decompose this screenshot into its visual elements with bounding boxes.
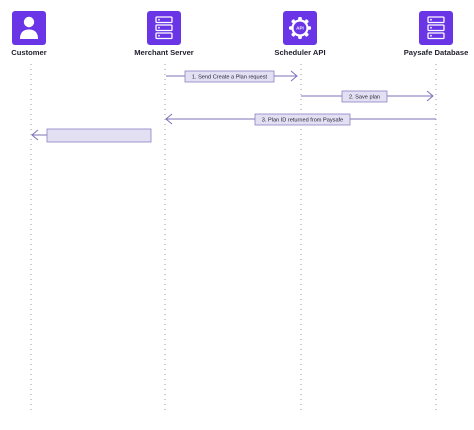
message-2-label-box [341,90,388,103]
actor-label-scheduler-api: Scheduler API [274,48,325,57]
actor-label-customer: Customer [11,48,46,57]
message-3: 3. Plan ID returned from Paysafe [165,113,436,126]
actor-paysafe-database: Paysafe Database [404,11,469,57]
message-1-arrowhead [290,70,298,82]
message-2: 2. Save plan [301,90,434,103]
message-3-arrowhead [165,113,173,125]
server-icon-leds [158,18,160,37]
message-2-label: 2. Save plan [349,94,380,100]
actor-merchant-server: Merchant Server [134,11,194,57]
lifelines [30,64,437,410]
message-2-arrowhead [426,90,434,102]
message-1-label: 1. Send Create a Plan request [192,74,268,80]
message-1-label-box [184,70,275,83]
actor-label-merchant-server: Merchant Server [134,48,194,57]
message-4-arrowhead [31,129,39,141]
message-1: 1. Send Create a Plan request [166,70,298,83]
api-icon-text: API [296,26,304,31]
message-3-label: 3. Plan ID returned from Paysafe [262,117,343,123]
server-icon-glyph [155,16,173,40]
database-icon [419,11,453,45]
database-icon-leds [430,18,432,37]
gear-icon-hole [293,21,307,35]
message-4-label-box [46,128,152,143]
person-icon-head [23,16,35,28]
message-3-label-box [254,113,351,126]
actor-scheduler-api: API Scheduler API [274,11,326,57]
person-icon [12,11,46,45]
server-icon [147,11,181,45]
actor-label-paysafe-database: Paysafe Database [404,48,469,57]
database-icon-glyph [427,16,445,40]
message-4 [31,128,152,143]
person-icon-body [20,29,38,39]
actor-customer: Customer [11,11,47,57]
